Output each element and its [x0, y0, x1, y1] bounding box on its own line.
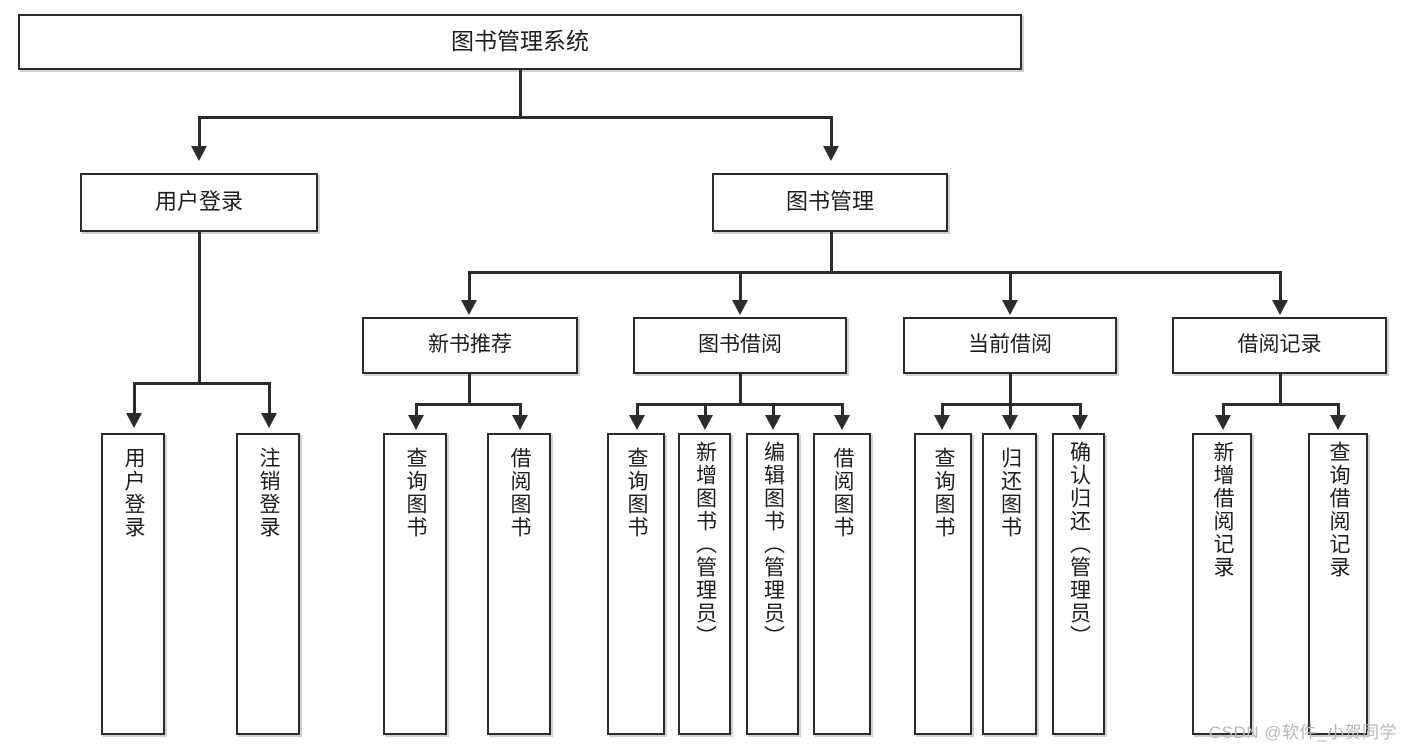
connector-user-login-bus — [133, 382, 270, 385]
leaf-borrow-book-2[interactable]: 借阅图书 — [813, 433, 871, 735]
node-label: 用户登录 — [154, 189, 243, 215]
arrow-bm-to-new-book — [461, 300, 477, 315]
arrow-br-to-leaf-1 — [1215, 415, 1231, 430]
leaf-user-logout[interactable]: 注销登录 — [236, 433, 300, 735]
leaf-label: 新增借阅记录 — [1211, 441, 1235, 579]
arrow-bb-to-leaf-4 — [834, 415, 850, 430]
connector-bb-to-leaf-4 — [841, 403, 844, 417]
node-borrow-record[interactable]: 借阅记录 — [1172, 317, 1387, 374]
arrow-cb-to-leaf-2 — [1002, 415, 1018, 430]
connector-borrow-record-stem — [1279, 374, 1282, 403]
connector-cb-to-leaf-3 — [1079, 403, 1082, 417]
arrow-bm-to-current-borrow — [1002, 300, 1018, 315]
connector-book-borrow-stem — [739, 374, 742, 403]
connector-bb-to-leaf-3 — [772, 403, 775, 417]
connector-cb-to-leaf-2 — [1009, 403, 1012, 417]
node-new-book-recommend[interactable]: 新书推荐 — [362, 317, 578, 374]
connector-new-book-bus — [415, 403, 521, 406]
arrow-cb-to-leaf-1 — [934, 415, 950, 430]
connector-cb-to-leaf-1 — [941, 403, 944, 417]
leaf-label: 新增图书（管理员） — [693, 441, 717, 648]
connector-nb-to-leaf-2 — [519, 403, 522, 417]
connector-bm-to-current-borrow — [1009, 271, 1012, 302]
arrow-bb-to-leaf-2 — [697, 415, 713, 430]
connector-current-borrow-stem — [1009, 374, 1012, 403]
leaf-add-book[interactable]: 新增图书（管理员） — [678, 433, 731, 735]
leaf-add-record[interactable]: 新增借阅记录 — [1192, 433, 1252, 735]
connector-borrow-record-bus — [1222, 403, 1337, 406]
leaf-user-login[interactable]: 用户登录 — [101, 433, 165, 735]
leaf-query-book-2[interactable]: 查询图书 — [607, 433, 665, 735]
arrow-bm-to-borrow-record — [1272, 300, 1288, 315]
connector-bb-to-leaf-2 — [704, 403, 707, 417]
leaf-borrow-book-1[interactable]: 借阅图书 — [487, 433, 551, 735]
arrow-nb-to-leaf-2 — [512, 415, 528, 430]
leaf-query-record[interactable]: 查询借阅记录 — [1308, 433, 1368, 735]
arrow-bm-to-book-borrow — [732, 300, 748, 315]
connector-root-bus — [198, 116, 832, 119]
node-label: 新书推荐 — [428, 333, 512, 357]
node-root-system[interactable]: 图书管理系统 — [18, 14, 1022, 70]
node-user-login[interactable]: 用户登录 — [80, 173, 318, 232]
leaf-return-book[interactable]: 归还图书 — [982, 433, 1037, 735]
connector-user-login-to-leaf-1 — [133, 382, 136, 415]
leaf-label: 注销登录 — [257, 447, 281, 539]
connector-user-login-stem — [198, 232, 201, 382]
leaf-label: 查询图书 — [404, 447, 428, 539]
connector-bm-to-book-borrow — [739, 271, 742, 302]
connector-br-to-leaf-2 — [1337, 403, 1340, 417]
leaf-label: 用户登录 — [122, 447, 146, 539]
connector-root-stem — [519, 70, 522, 116]
leaf-query-book-1[interactable]: 查询图书 — [383, 433, 447, 735]
node-current-borrow[interactable]: 当前借阅 — [903, 317, 1117, 374]
leaf-confirm-return[interactable]: 确认归还（管理员） — [1052, 433, 1105, 735]
leaf-query-book-3[interactable]: 查询图书 — [914, 433, 972, 735]
arrow-root-to-book-management — [823, 146, 839, 161]
connector-book-management-stem — [830, 232, 833, 271]
leaf-label: 编辑图书（管理员） — [761, 441, 785, 648]
leaf-label: 归还图书 — [998, 447, 1022, 539]
leaf-label: 查询借阅记录 — [1327, 441, 1351, 579]
leaf-label: 借阅图书 — [831, 447, 855, 539]
connector-book-management-bus — [468, 271, 1282, 274]
node-label: 图书管理系统 — [451, 28, 589, 55]
arrow-cb-to-leaf-3 — [1072, 415, 1088, 430]
node-label: 当前借阅 — [968, 333, 1052, 357]
connector-root-to-user-login — [198, 116, 201, 148]
node-label: 借阅记录 — [1237, 333, 1322, 357]
leaf-label: 查询图书 — [625, 447, 649, 539]
connector-user-login-to-leaf-2 — [268, 382, 271, 415]
arrow-br-to-leaf-2 — [1330, 415, 1346, 430]
connector-bb-to-leaf-1 — [636, 403, 639, 417]
connector-nb-to-leaf-1 — [415, 403, 418, 417]
connector-book-borrow-bus — [636, 403, 841, 406]
node-book-management[interactable]: 图书管理 — [712, 173, 948, 232]
arrow-bb-to-leaf-1 — [629, 415, 645, 430]
leaf-label: 确认归还（管理员） — [1067, 441, 1091, 648]
node-label: 图书借阅 — [698, 333, 782, 357]
leaf-label: 借阅图书 — [508, 447, 532, 539]
connector-root-to-book-management — [830, 116, 833, 148]
arrow-root-to-user-login — [191, 146, 207, 161]
connector-bm-to-borrow-record — [1279, 271, 1282, 302]
arrow-user-login-to-leaf-1 — [126, 413, 142, 428]
connector-bm-to-new-book — [468, 271, 471, 302]
node-label: 图书管理 — [785, 189, 874, 215]
leaf-edit-book[interactable]: 编辑图书（管理员） — [746, 433, 799, 735]
arrow-user-login-to-leaf-2 — [261, 413, 277, 428]
connector-new-book-stem — [468, 374, 471, 403]
arrow-bb-to-leaf-3 — [765, 415, 781, 430]
csdn-watermark: CSDN @软件_小贺同学 — [1208, 723, 1397, 742]
arrow-nb-to-leaf-1 — [408, 415, 424, 430]
connector-br-to-leaf-1 — [1222, 403, 1225, 417]
node-book-borrow[interactable]: 图书借阅 — [633, 317, 847, 374]
leaf-label: 查询图书 — [932, 447, 956, 539]
